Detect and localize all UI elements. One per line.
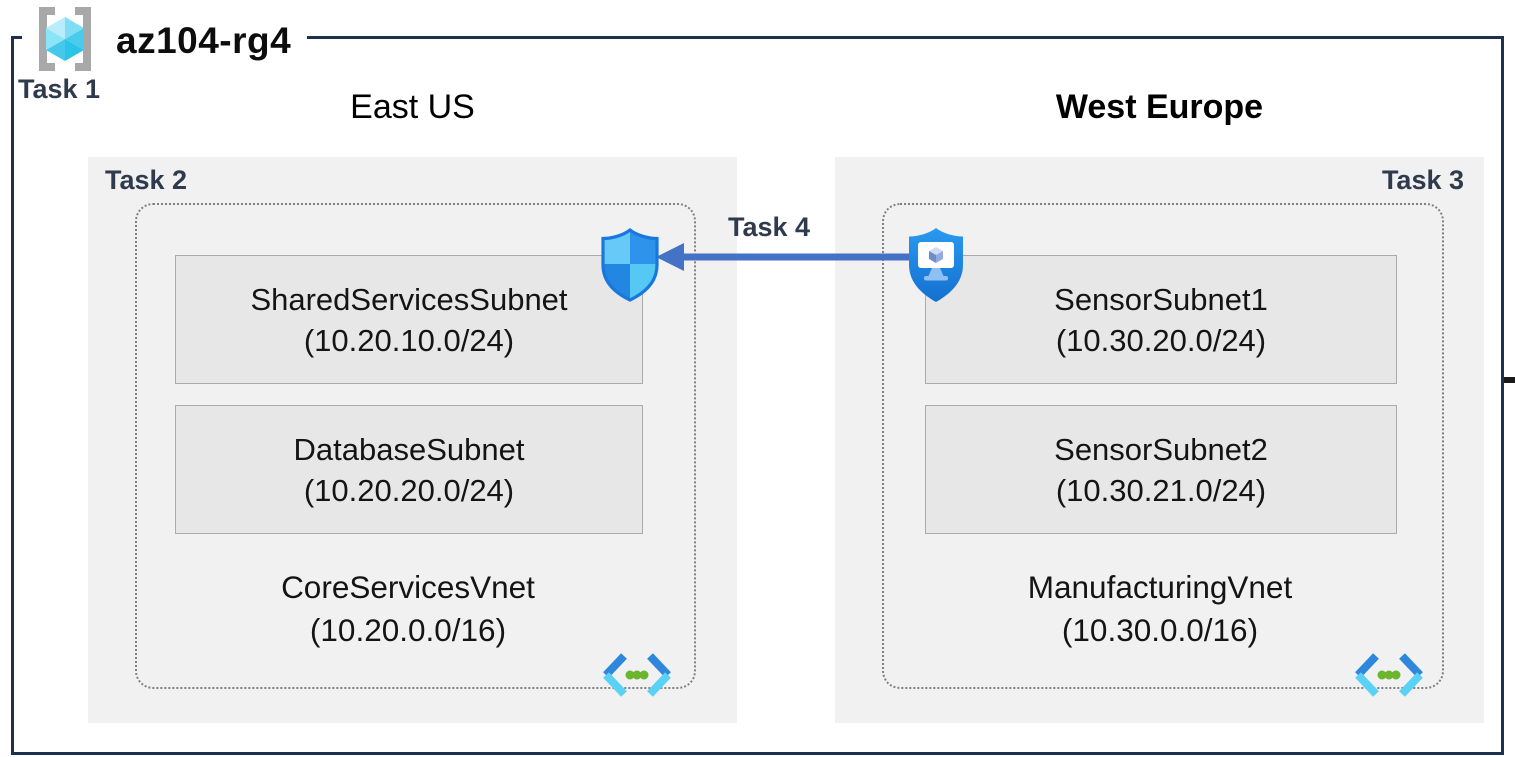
vnet-name: ManufacturingVnet [1027, 569, 1293, 605]
resource-group-title: az104-rg4 [116, 20, 292, 61]
edge-tick-mark [1504, 377, 1515, 383]
virtual-network-icon [1351, 651, 1427, 701]
network-security-group-shield-icon [597, 227, 663, 303]
subnet-cidr: (10.20.20.0/24) [303, 472, 515, 508]
subnet-database: DatabaseSubnet (10.20.20.0/24) [175, 405, 643, 534]
vnet-label-coreservices: CoreServicesVnet (10.20.0.0/16) [175, 566, 641, 652]
subnet-sensor1: SensorSubnet1 (10.30.20.0/24) [925, 255, 1397, 384]
subnet-sharedservices: SharedServicesSubnet (10.20.10.0/24) [175, 255, 643, 384]
subnet-sensor2: SensorSubnet2 (10.30.21.0/24) [925, 405, 1397, 534]
vnet-cidr: (10.20.0.0/16) [309, 612, 507, 648]
vnet-boundary-coreservices [135, 203, 696, 689]
peering-arrow [650, 238, 920, 278]
task3-label: Task 3 [1381, 165, 1464, 195]
vnet-name: CoreServicesVnet [281, 569, 535, 605]
subnet-cidr: (10.30.20.0/24) [1055, 322, 1267, 358]
subnet-cidr: (10.20.10.0/24) [303, 322, 515, 358]
bastion-shield-monitor-icon [905, 226, 967, 306]
region-title-east-us: East US [350, 88, 475, 126]
subnet-name: SensorSubnet1 [1054, 281, 1268, 317]
subnet-name: SensorSubnet2 [1054, 431, 1268, 467]
subnet-cidr: (10.30.21.0/24) [1055, 472, 1267, 508]
virtual-network-icon [599, 651, 675, 701]
resource-group-boundary [11, 36, 1504, 755]
task4-label: Task 4 [728, 212, 811, 242]
resource-group-header: az104-rg4 [22, 2, 308, 81]
task1-label: Task 1 [18, 74, 101, 104]
subnet-name: SharedServicesSubnet [250, 281, 568, 317]
vnet-boundary-manufacturing [882, 203, 1444, 689]
vnet-label-manufacturing: ManufacturingVnet (10.30.0.0/16) [925, 566, 1395, 652]
region-title-west-europe: West Europe [1055, 88, 1264, 126]
resource-group-icon [28, 2, 102, 81]
vnet-cidr: (10.30.0.0/16) [1061, 612, 1259, 648]
subnet-name: DatabaseSubnet [293, 431, 525, 467]
task2-label: Task 2 [105, 165, 188, 195]
